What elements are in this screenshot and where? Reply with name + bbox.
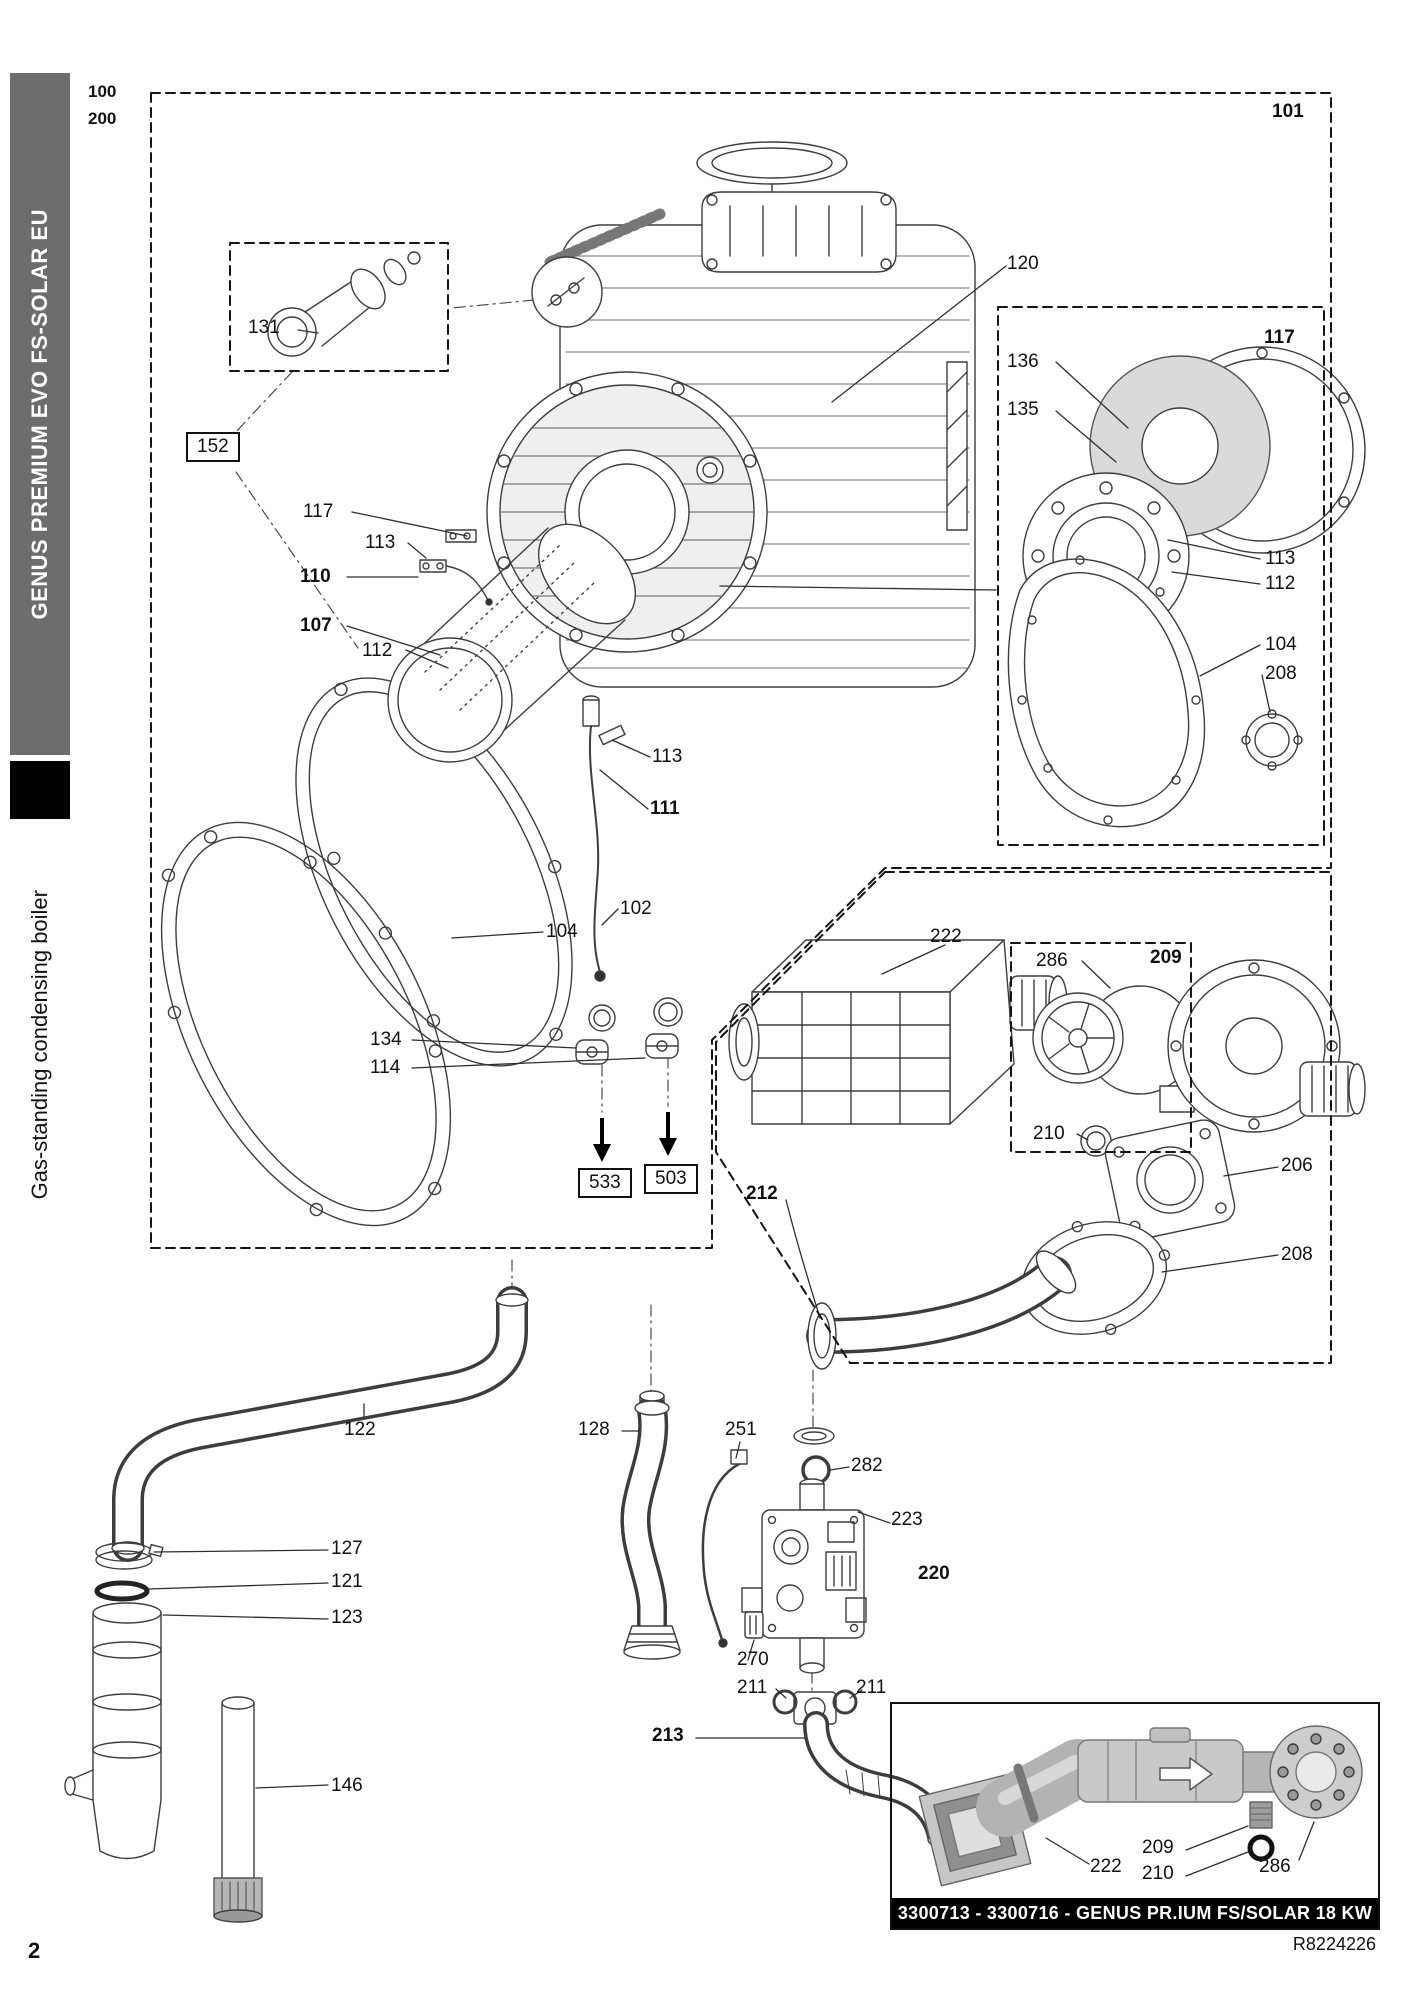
down-arrows [593,1112,677,1162]
part-callout-101: 101 [1272,101,1304,122]
assembly-box-209 [1010,942,1192,1153]
gas-valve-group [701,1427,955,1849]
page-number: 2 [28,1938,41,1963]
part-callout-211: 211 [856,1677,887,1698]
part-callout-135: 135 [1007,399,1039,420]
sidebar-series-band: GENUS PREMIUM EVO FS-SOLAR EU [10,73,70,755]
ignition-and-sensor-parts [419,529,683,1065]
part-callout-112: 112 [1265,573,1296,594]
index-group-100: 100 [88,82,117,101]
part-callout-286: 286 [1036,950,1068,971]
part-callout-223: 223 [891,1509,923,1530]
part-callout-121: 121 [331,1571,363,1592]
part-callout-104: 104 [1265,634,1297,655]
part-callout-210: 210 [1033,1123,1065,1144]
part-callout-113: 113 [365,532,396,553]
part-callout-206: 206 [1281,1155,1313,1176]
part-callout-286: 286 [1259,1856,1291,1877]
part-callout-211: 211 [737,1677,768,1698]
part-callout-117: 117 [303,501,334,522]
leader-lines [148,265,1315,1877]
part-callout-113: 113 [1265,548,1296,569]
part-callout-122: 122 [344,1419,376,1440]
part-callout-152: 152 [186,432,240,462]
part-callout-123: 123 [331,1607,363,1628]
part-callout-131: 131 [248,317,280,338]
part-callout-104: 104 [546,921,578,942]
part-callout-128: 128 [578,1419,610,1440]
part-callout-270: 270 [737,1649,769,1670]
inset-box-131 [229,242,449,372]
part-callout-120: 120 [1007,253,1039,274]
part-callout-209: 209 [1150,947,1182,968]
part-callout-210: 210 [1142,1863,1174,1884]
assembly-box-206 [715,871,1332,1364]
part-callout-282: 282 [851,1455,883,1476]
index-group-200: 200 [88,109,117,128]
part-callout-127: 127 [331,1538,363,1559]
footer-photo-box: 3300713 - 3300716 - GENUS PR.IUM FS/SOLA… [890,1702,1380,1930]
part-callout-208: 208 [1281,1244,1313,1265]
part-callout-134: 134 [370,1029,402,1050]
part-callout-222: 222 [930,926,962,947]
pipes-and-siphon-parts [64,1286,681,1923]
footer-photo-art [918,1725,1363,1887]
part-callout-110: 110 [300,566,331,587]
part-callout-146: 146 [331,1775,363,1796]
part-callout-112: 112 [362,640,393,661]
part-callout-220: 220 [918,1563,950,1584]
part-callout-136: 136 [1007,351,1039,372]
part-callout-117: 117 [1264,327,1295,348]
assembly-box-101 [150,92,1332,1249]
part-callout-107: 107 [300,615,332,636]
assembly-box-117 [997,306,1325,846]
part-callout-251: 251 [725,1419,757,1440]
part-callout-213: 213 [652,1725,684,1746]
part-callout-209: 209 [1142,1837,1174,1858]
part-callout-212: 212 [746,1183,778,1204]
part-callout-208: 208 [1265,663,1297,684]
part-callout-113: 113 [652,746,683,767]
part-callout-533: 533 [578,1168,632,1198]
part-callout-503: 503 [644,1164,698,1194]
top-index: 100 200 [88,78,116,132]
part-callout-111: 111 [650,798,680,819]
drawing-ref-code: R8224226 [1292,1934,1376,1954]
burner-tube [387,523,637,763]
part-callout-102: 102 [620,898,652,919]
assembly-boundaries [150,92,1332,1364]
air-box-fan-assembly [728,939,1366,1370]
part-callout-114: 114 [370,1057,401,1078]
burner-door-assembly [1007,346,1366,828]
part-callout-222: 222 [1090,1856,1122,1877]
sidebar-black-marker [10,761,70,819]
footer-caption: 3300713 - 3300716 - GENUS PR.IUM FS/SOLA… [892,1898,1378,1928]
